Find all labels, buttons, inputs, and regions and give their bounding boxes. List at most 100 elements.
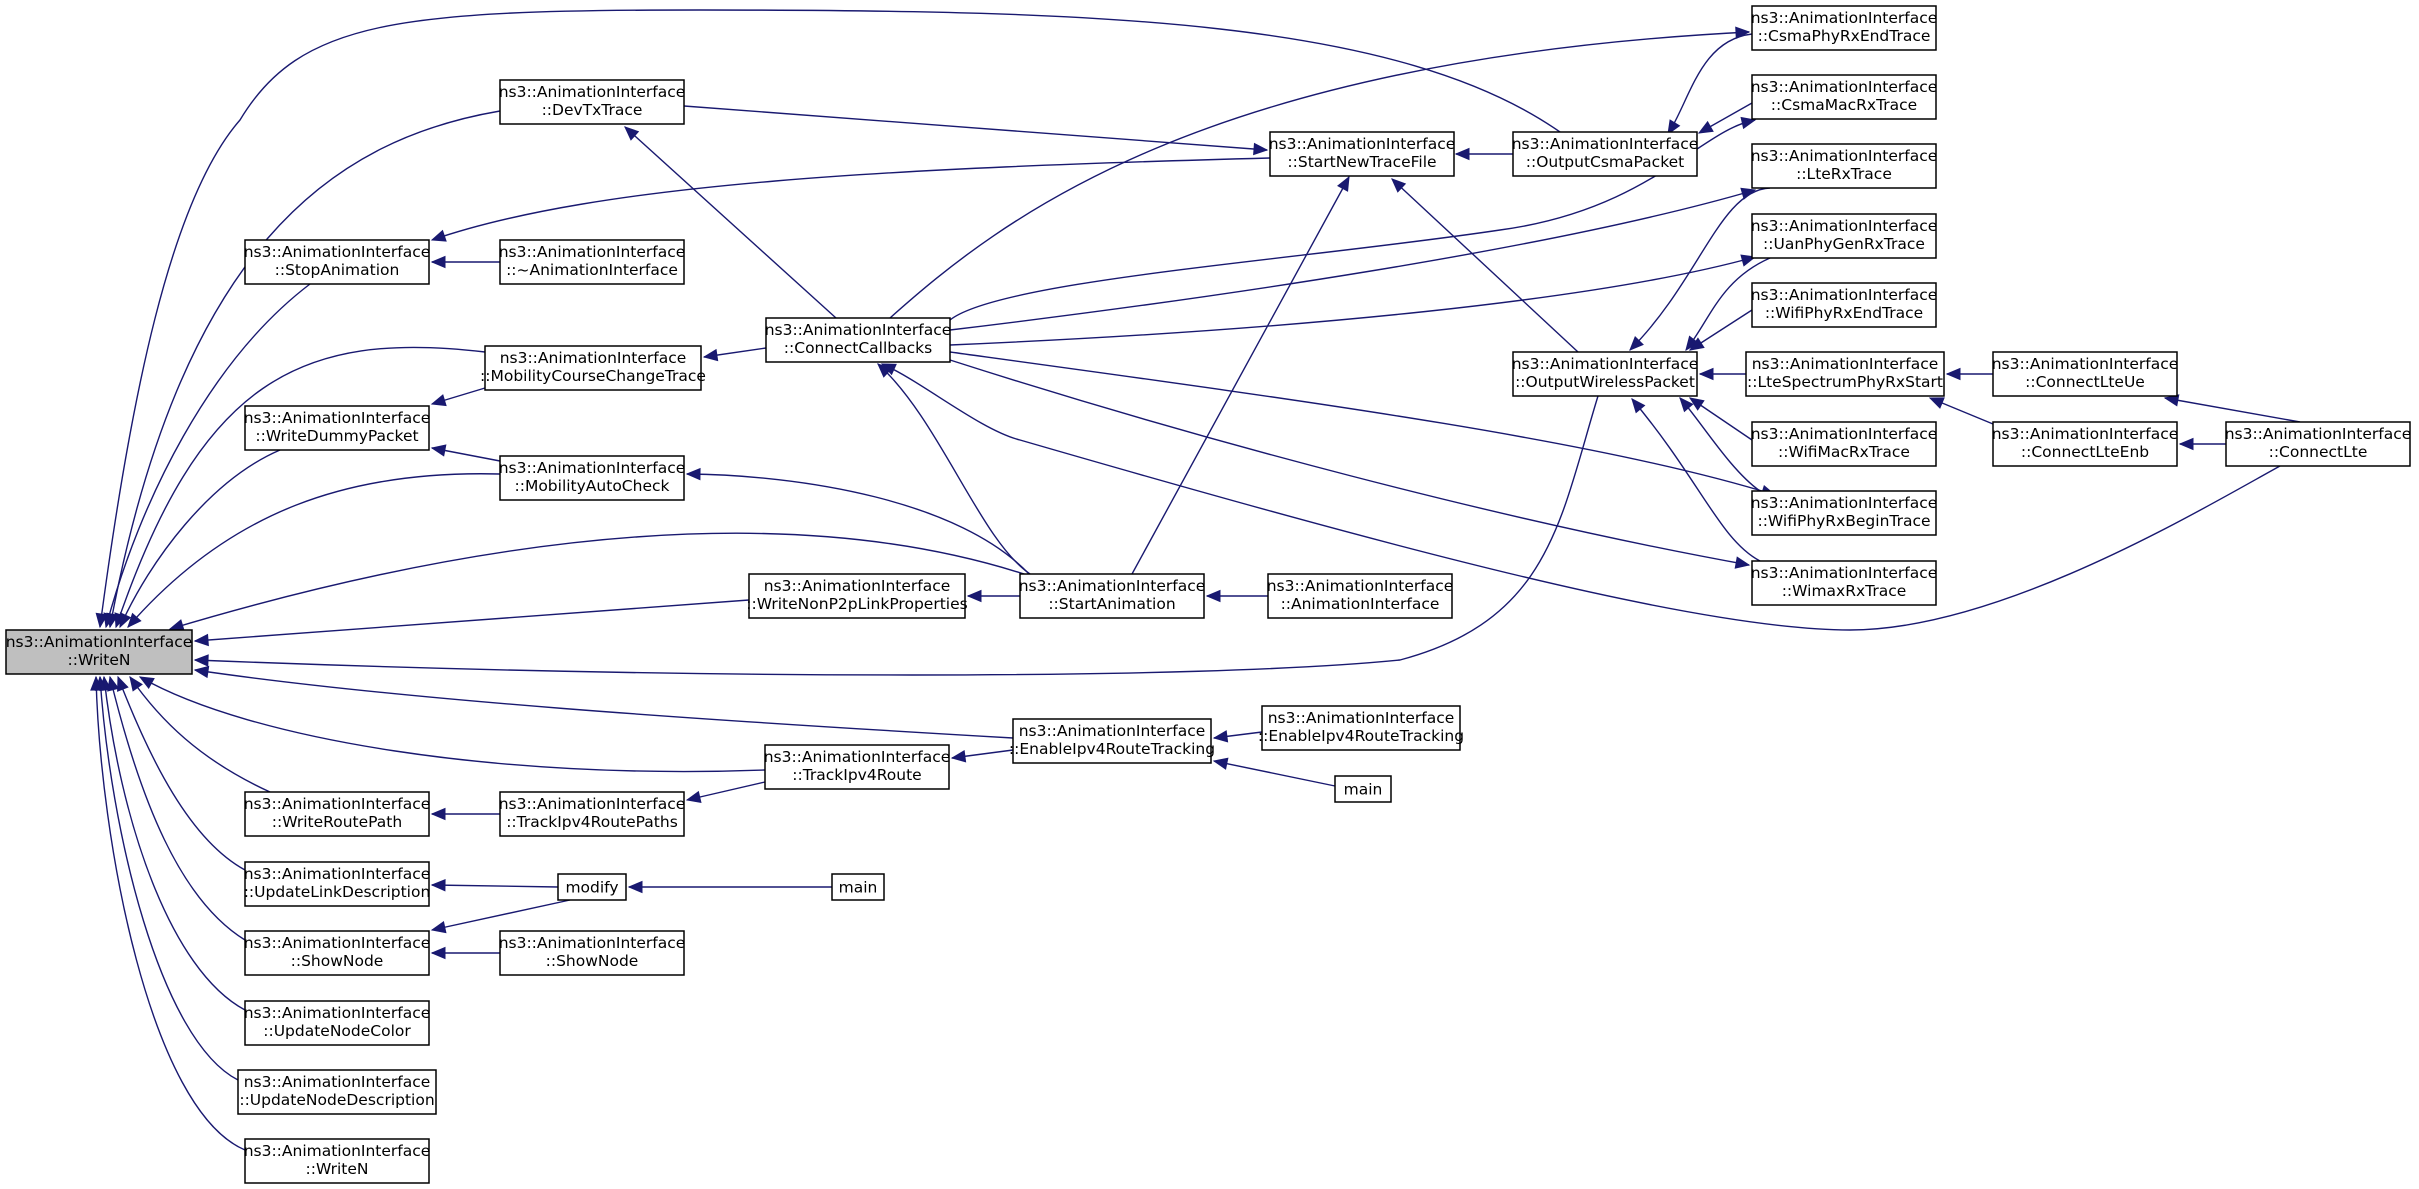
edge-connectcb-to-lterx	[949, 187, 1757, 331]
node-mobcourse[interactable]: ns3::AnimationInterface::MobilityCourseC…	[480, 345, 706, 391]
arrowhead	[1631, 398, 1646, 414]
edge-enableipv4b-to-enableipv4	[1212, 730, 1263, 743]
node-enableipv4[interactable]: ns3::AnimationInterface::EnableIpv4Route…	[1009, 718, 1215, 764]
node-shownode2[interactable]: ns3::AnimationInterface::ShowNode	[499, 930, 686, 976]
node-box	[244, 930, 430, 976]
node-writeroute[interactable]: ns3::AnimationInterface::WriteRoutePath	[244, 791, 431, 837]
node-connectlteenb[interactable]: ns3::AnimationInterface::ConnectLteEnb	[1992, 421, 2179, 467]
edge-wifiphyrxbegin-to-outwireless	[1679, 397, 1761, 492]
node-label-namespace: ns3::AnimationInterface	[244, 1073, 431, 1091]
node-box	[244, 405, 430, 451]
node-label-namespace: ns3::AnimationInterface	[1751, 78, 1938, 96]
arrowhead	[1945, 367, 1961, 381]
node-stopanim[interactable]: ns3::AnimationInterface::StopAnimation	[244, 239, 431, 285]
node-label-namespace: ns3::AnimationInterface	[1751, 286, 1938, 304]
node-box	[1012, 718, 1212, 764]
node-label-method: ::ConnectCallbacks	[784, 339, 932, 357]
arrowhead	[430, 807, 446, 821]
node-box	[244, 791, 430, 837]
edge-startanim-to-connectcb	[877, 363, 1031, 575]
node-csmaphyrxend[interactable]: ns3::AnimationInterface::CsmaPhyRxEndTra…	[1751, 5, 1938, 51]
node-connectlte[interactable]: ns3::AnimationInterface::ConnectLte	[2225, 421, 2412, 467]
node-label-method: ::ShowNode	[291, 952, 384, 970]
edge-line	[105, 283, 311, 628]
node-ctor[interactable]: ns3::AnimationInterface::AnimationInterf…	[1267, 573, 1454, 619]
edge-line	[686, 473, 1031, 576]
arrowhead	[1212, 730, 1229, 743]
node-ltespectrum[interactable]: ns3::AnimationInterface::LteSpectrumPhyR…	[1745, 351, 1945, 397]
node-updatenodedesc[interactable]: ns3::AnimationInterface::UpdateNodeDescr…	[237, 1069, 437, 1115]
node-label-method: ::UanPhyGenRxTrace	[1763, 235, 1925, 253]
node-main2[interactable]: main	[831, 873, 885, 901]
node-trackipv4[interactable]: ns3::AnimationInterface::TrackIpv4Route	[764, 744, 951, 790]
node-box	[1512, 131, 1698, 177]
node-label-namespace: ns3::AnimationInterface	[244, 865, 431, 883]
node-outwireless[interactable]: ns3::AnimationInterface::OutputWirelessP…	[1512, 351, 1699, 397]
node-box	[499, 930, 685, 976]
node-wifimacrx[interactable]: ns3::AnimationInterface::WifiMacRxTrace	[1751, 421, 1938, 467]
node-wifiphyrxend[interactable]: ns3::AnimationInterface::WifiPhyRxEndTra…	[1751, 282, 1938, 328]
node-modify[interactable]: modify	[557, 873, 627, 901]
node-outcsma[interactable]: ns3::AnimationInterface::OutputCsmaPacke…	[1512, 131, 1699, 177]
node-label-method: ::OutputCsmaPacket	[1526, 153, 1685, 171]
edge-line	[99, 9, 1561, 628]
edge-mobcourse-to-writedummy	[430, 387, 486, 407]
arrowhead	[950, 750, 967, 763]
node-starttrace[interactable]: ns3::AnimationInterface::StartNewTraceFi…	[1269, 131, 1456, 177]
node-label: modify	[565, 879, 618, 897]
node-enableipv4b[interactable]: ns3::AnimationInterface::EnableIpv4Route…	[1258, 705, 1464, 751]
node-label-method: ::~AnimationInterface	[506, 261, 678, 279]
node-writedummy[interactable]: ns3::AnimationInterface::WriteDummyPacke…	[244, 405, 431, 451]
node-writenonp2p[interactable]: ns3::AnimationInterface::WriteNonP2pLink…	[746, 573, 968, 619]
node-wimaxrx[interactable]: ns3::AnimationInterface::WimaxRxTrace	[1751, 560, 1938, 606]
node-box	[1751, 282, 1937, 328]
arrowhead	[1667, 119, 1681, 136]
edge-devtx-to-starttrace	[683, 105, 1269, 156]
arrowhead	[1629, 335, 1644, 351]
node-lterx[interactable]: ns3::AnimationInterface::LteRxTrace	[1751, 143, 1938, 189]
arrowhead	[685, 790, 702, 804]
node-box	[1992, 351, 2178, 397]
node-box	[484, 345, 702, 391]
arrowhead	[127, 612, 142, 628]
node-label-namespace: ns3::AnimationInterface	[244, 934, 431, 952]
edge-writen2-to-writen_root	[90, 675, 246, 1151]
node-csmamacrx[interactable]: ns3::AnimationInterface::CsmaMacRxTrace	[1751, 74, 1938, 120]
node-uanphygenrx[interactable]: ns3::AnimationInterface::UanPhyGenRxTrac…	[1751, 213, 1938, 259]
node-box	[244, 1138, 430, 1184]
edge-line	[139, 676, 766, 773]
node-connectlteue[interactable]: ns3::AnimationInterface::ConnectLteUe	[1992, 351, 2179, 397]
edge-line	[949, 256, 1756, 346]
edge-line	[95, 676, 246, 1151]
node-main1[interactable]: main	[1334, 775, 1392, 803]
edge-connectlteenb-to-ltespectrum	[1928, 397, 1994, 425]
node-writen2[interactable]: ns3::AnimationInterface::WriteN	[244, 1138, 431, 1184]
node-label-namespace: ns3::AnimationInterface	[1751, 217, 1938, 235]
node-dtor[interactable]: ns3::AnimationInterface::~AnimationInter…	[499, 239, 686, 285]
node-updatenodecolor[interactable]: ns3::AnimationInterface::UpdateNodeColor	[244, 1000, 431, 1046]
node-shownode[interactable]: ns3::AnimationInterface::ShowNode	[244, 930, 431, 976]
node-connectcb[interactable]: ns3::AnimationInterface::ConnectCallback…	[765, 317, 952, 363]
node-trackipv4paths[interactable]: ns3::AnimationInterface::TrackIpv4RouteP…	[499, 791, 686, 837]
node-label-namespace: ns3::AnimationInterface	[1268, 709, 1455, 727]
node-updatelinkdesc[interactable]: ns3::AnimationInterface::UpdateLinkDescr…	[244, 861, 431, 907]
node-writen_root[interactable]: ns3::AnimationInterface::WriteN	[5, 629, 193, 675]
arrowhead	[430, 878, 446, 892]
edge-connectlte-to-connectlteenb	[2178, 437, 2226, 451]
node-label: main	[1344, 781, 1383, 799]
node-box	[499, 455, 685, 501]
arrowhead	[1212, 757, 1229, 770]
node-box	[2225, 421, 2411, 467]
node-label-namespace: ns3::AnimationInterface	[1019, 577, 1206, 595]
node-label-method: ::UpdateLinkDescription	[244, 883, 431, 901]
arrowhead	[627, 880, 643, 894]
node-label-namespace: ns3::AnimationInterface	[244, 1142, 431, 1160]
node-box	[1751, 421, 1937, 467]
node-startanim[interactable]: ns3::AnimationInterface::StartAnimation	[1019, 573, 1206, 619]
node-wifiphyrxbegin[interactable]: ns3::AnimationInterface::WifiPhyRxBeginT…	[1751, 490, 1938, 536]
node-mobauto[interactable]: ns3::AnimationInterface::MobilityAutoChe…	[499, 455, 686, 501]
edge-connectcb-to-csmaphyrxend	[889, 26, 1751, 319]
node-box	[1751, 5, 1937, 51]
node-devtx[interactable]: ns3::AnimationInterface::DevTxTrace	[499, 79, 686, 125]
